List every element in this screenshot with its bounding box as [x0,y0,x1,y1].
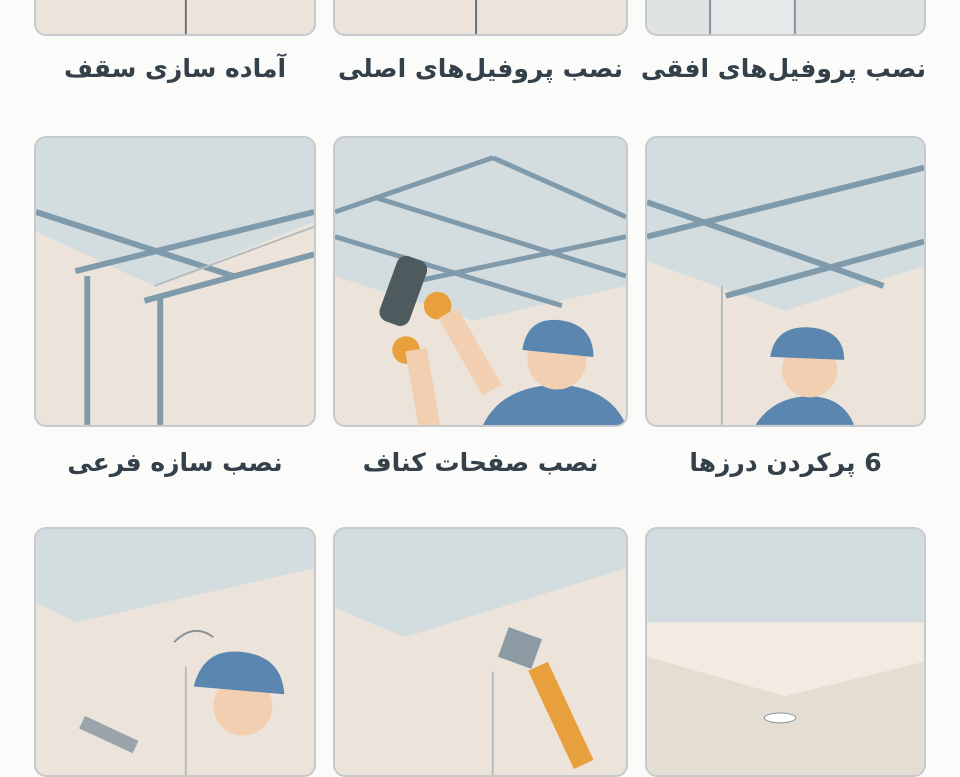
step-image-taping [34,527,316,777]
step-image-sub-frame [34,136,316,427]
step-image-drywall-panels [333,136,628,427]
step-label-drywall-panels: نصب صفحات کناف [362,448,599,477]
step-image-main-profiles [333,0,628,36]
step-label-ceiling-prep: آماده سازی سقف [63,54,287,83]
step-image-horizontal-profiles [645,0,926,36]
step-image-finished-ceiling [645,527,926,777]
step-image-fill-joints [645,136,926,427]
step-label-main-profiles: نصب پروفیل‌های اصلی [337,54,624,83]
step-image-ceiling-prep [34,0,316,36]
step-label-horizontal-profiles: نصب پروفیل‌های افقی [640,54,926,83]
step-label-sub-frame: نصب سازه فرعی [67,448,283,477]
step-image-plastering [333,527,628,777]
step-label-fill-joints: 6 پرکردن درزها [689,448,882,477]
